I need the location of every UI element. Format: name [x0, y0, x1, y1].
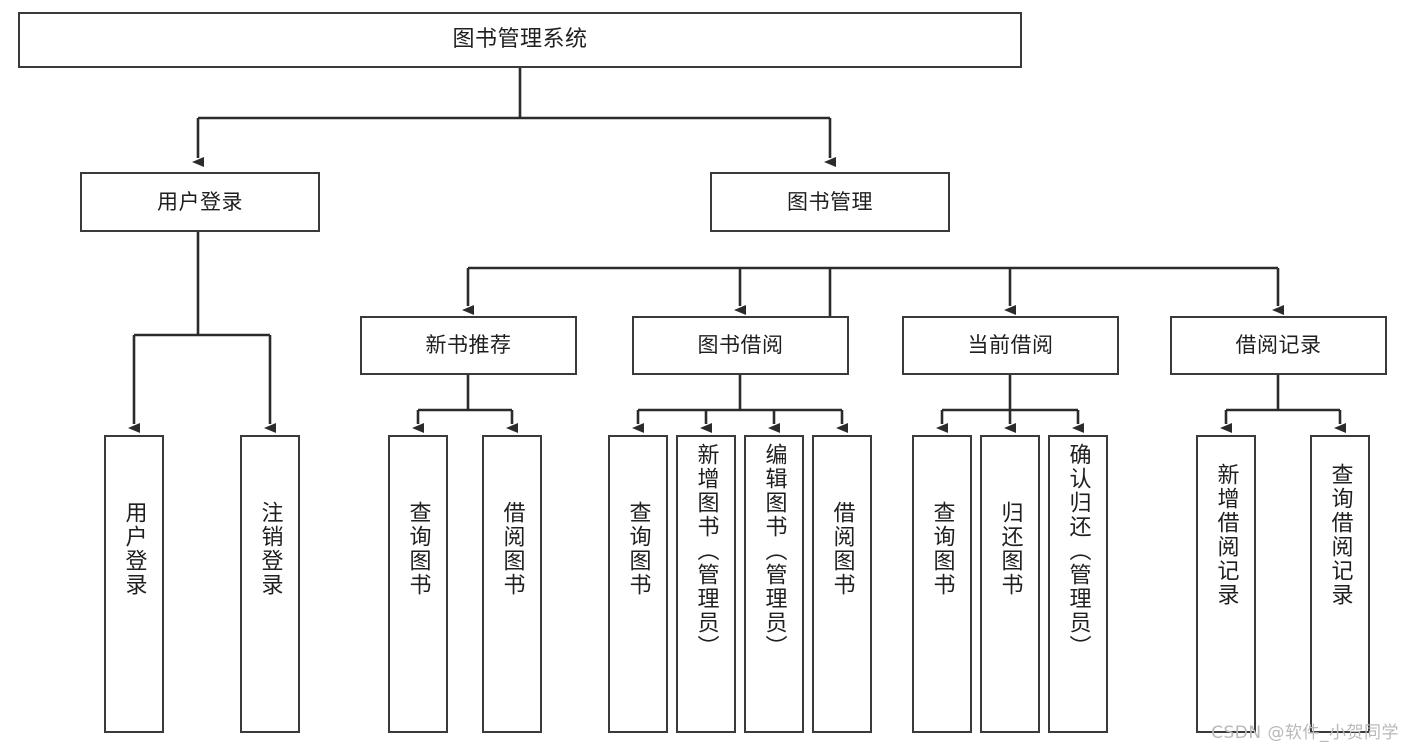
leaf-query-book-current[interactable]: 查询图书 — [912, 435, 972, 733]
node-user-login[interactable]: 用户登录 — [80, 172, 320, 232]
node-book-management[interactable]: 图书管理 — [710, 172, 950, 232]
node-label: 借阅图书 — [499, 501, 525, 597]
node-label: 查询图书 — [405, 501, 431, 597]
leaf-add-book-admin[interactable]: 新增图书（管理员） — [676, 435, 736, 733]
node-label: 新增借阅记录 — [1213, 463, 1239, 607]
node-book-borrow[interactable]: 图书借阅 — [632, 316, 849, 375]
leaf-logout[interactable]: 注销登录 — [240, 435, 300, 733]
node-label: 新书推荐 — [425, 333, 512, 358]
node-label: 归还图书 — [997, 501, 1023, 597]
leaf-add-borrow-record[interactable]: 新增借阅记录 — [1196, 435, 1256, 733]
leaf-user-login[interactable]: 用户登录 — [104, 435, 164, 733]
node-new-book-recommend[interactable]: 新书推荐 — [360, 316, 577, 375]
leaf-borrow-book-recommend[interactable]: 借阅图书 — [482, 435, 542, 733]
node-label: 确认归还（管理员） — [1065, 443, 1091, 659]
node-label: 查询借阅记录 — [1327, 463, 1353, 607]
node-borrow-records[interactable]: 借阅记录 — [1170, 316, 1387, 375]
leaf-query-book-recommend[interactable]: 查询图书 — [388, 435, 448, 733]
node-label: 注销登录 — [257, 501, 283, 597]
node-label: 借阅图书 — [829, 501, 855, 597]
leaf-return-book[interactable]: 归还图书 — [980, 435, 1040, 733]
node-label: 编辑图书（管理员） — [761, 443, 787, 659]
node-root-system[interactable]: 图书管理系统 — [18, 12, 1022, 68]
leaf-query-book-borrow[interactable]: 查询图书 — [608, 435, 668, 733]
node-label: 查询图书 — [929, 501, 955, 597]
leaf-borrow-book[interactable]: 借阅图书 — [812, 435, 872, 733]
node-label: 图书管理 — [787, 189, 873, 214]
node-label: 新增图书（管理员） — [693, 443, 719, 659]
node-label: 用户登录 — [157, 189, 243, 214]
leaf-confirm-return-admin[interactable]: 确认归还（管理员） — [1048, 435, 1108, 733]
node-label: 图书借阅 — [697, 333, 784, 358]
csdn-watermark: CSDN @软件_小贺同学 — [1211, 723, 1399, 743]
node-label: 当前借阅 — [967, 333, 1054, 358]
leaf-query-borrow-record[interactable]: 查询借阅记录 — [1310, 435, 1370, 733]
node-label: 借阅记录 — [1235, 333, 1322, 358]
node-label: 查询图书 — [625, 501, 651, 597]
leaf-edit-book-admin[interactable]: 编辑图书（管理员） — [744, 435, 804, 733]
node-current-borrow[interactable]: 当前借阅 — [902, 316, 1119, 375]
node-label: 图书管理系统 — [452, 27, 588, 53]
node-label: 用户登录 — [121, 501, 147, 597]
